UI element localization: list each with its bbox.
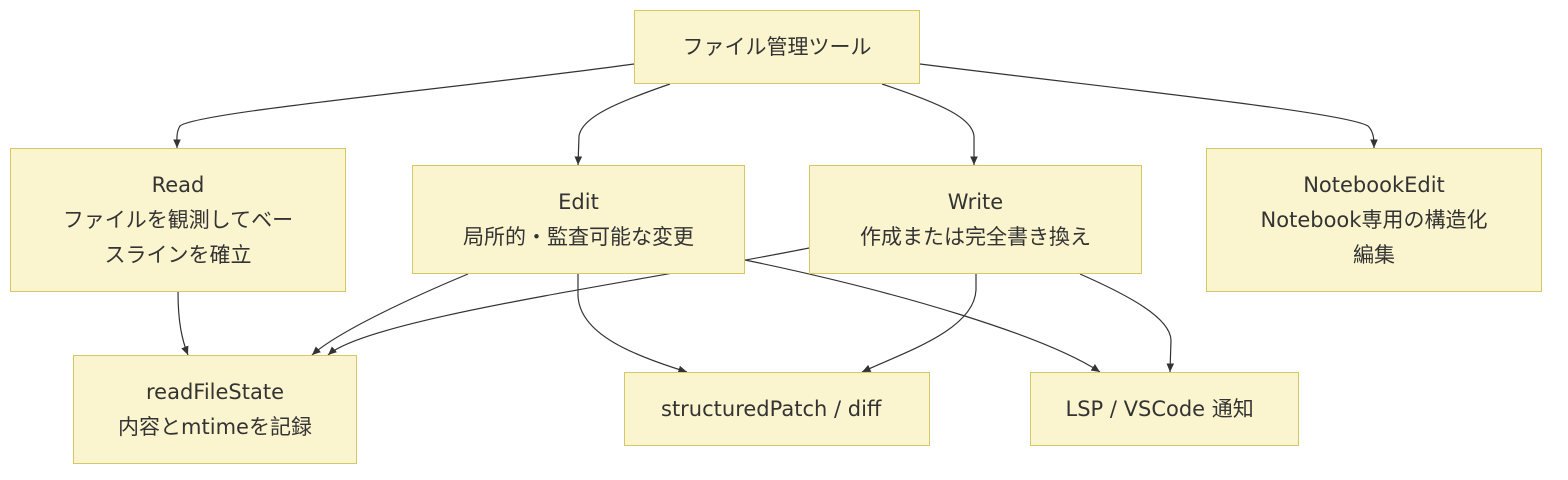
node-description-line-1: 内容とmtimeを記録 [118, 414, 312, 439]
node-description-line-1: Notebook専用の構造化 [1260, 207, 1488, 232]
edge-root-notebook [919, 63, 1378, 149]
node-title: Edit [558, 189, 599, 214]
edge-edit-patch [577, 274, 688, 374]
node-lsp-vscode[interactable]: LSP / VSCode 通知 [1030, 372, 1299, 446]
node-file-management-tools[interactable]: ファイル管理ツール [634, 10, 920, 84]
edge-write-lsp [1079, 273, 1175, 373]
node-label: LSP / VSCode 通知 [1065, 396, 1254, 421]
node-title: Write [947, 189, 1004, 214]
node-label: ファイル管理ツール [682, 34, 872, 59]
edge-root-write [881, 83, 978, 165]
edge-edit-lsp [744, 259, 1101, 373]
node-read[interactable]: Read ファイルを観測してベー スラインを確立 [10, 148, 346, 292]
node-notebook-edit[interactable]: NotebookEdit Notebook専用の構造化 編集 [1206, 148, 1542, 292]
node-label: structuredPatch / diff [661, 396, 882, 421]
edge-edit-state [311, 273, 469, 356]
edge-read-state [177, 291, 189, 356]
node-description-line-1: 作成または完全書き換え [860, 224, 1091, 249]
node-label-clip: LSP / VSCode 通知 [1066, 392, 1264, 427]
node-label-clip: structuredPatch / diff [661, 392, 893, 427]
node-read-file-state[interactable]: readFileState 内容とmtimeを記録 [73, 355, 357, 464]
node-edit[interactable]: Edit 局所的・監査可能な変更 [412, 165, 745, 274]
edge-root-read [173, 63, 635, 149]
edge-write-patch [861, 274, 977, 373]
node-title: readFileState [145, 379, 285, 404]
node-description-line-1: 局所的・監査可能な変更 [463, 224, 694, 249]
node-description-line-2: スラインを確立 [104, 242, 252, 267]
node-title: NotebookEdit [1303, 172, 1445, 197]
node-description-line-2: 編集 [1353, 242, 1395, 267]
node-title: Read [151, 172, 205, 197]
node-structured-patch[interactable]: structuredPatch / diff [624, 372, 930, 446]
node-write[interactable]: Write 作成または完全書き換え [809, 165, 1142, 274]
edge-root-edit [574, 83, 671, 166]
node-description-line-1: ファイルを観測してベー [62, 207, 294, 232]
